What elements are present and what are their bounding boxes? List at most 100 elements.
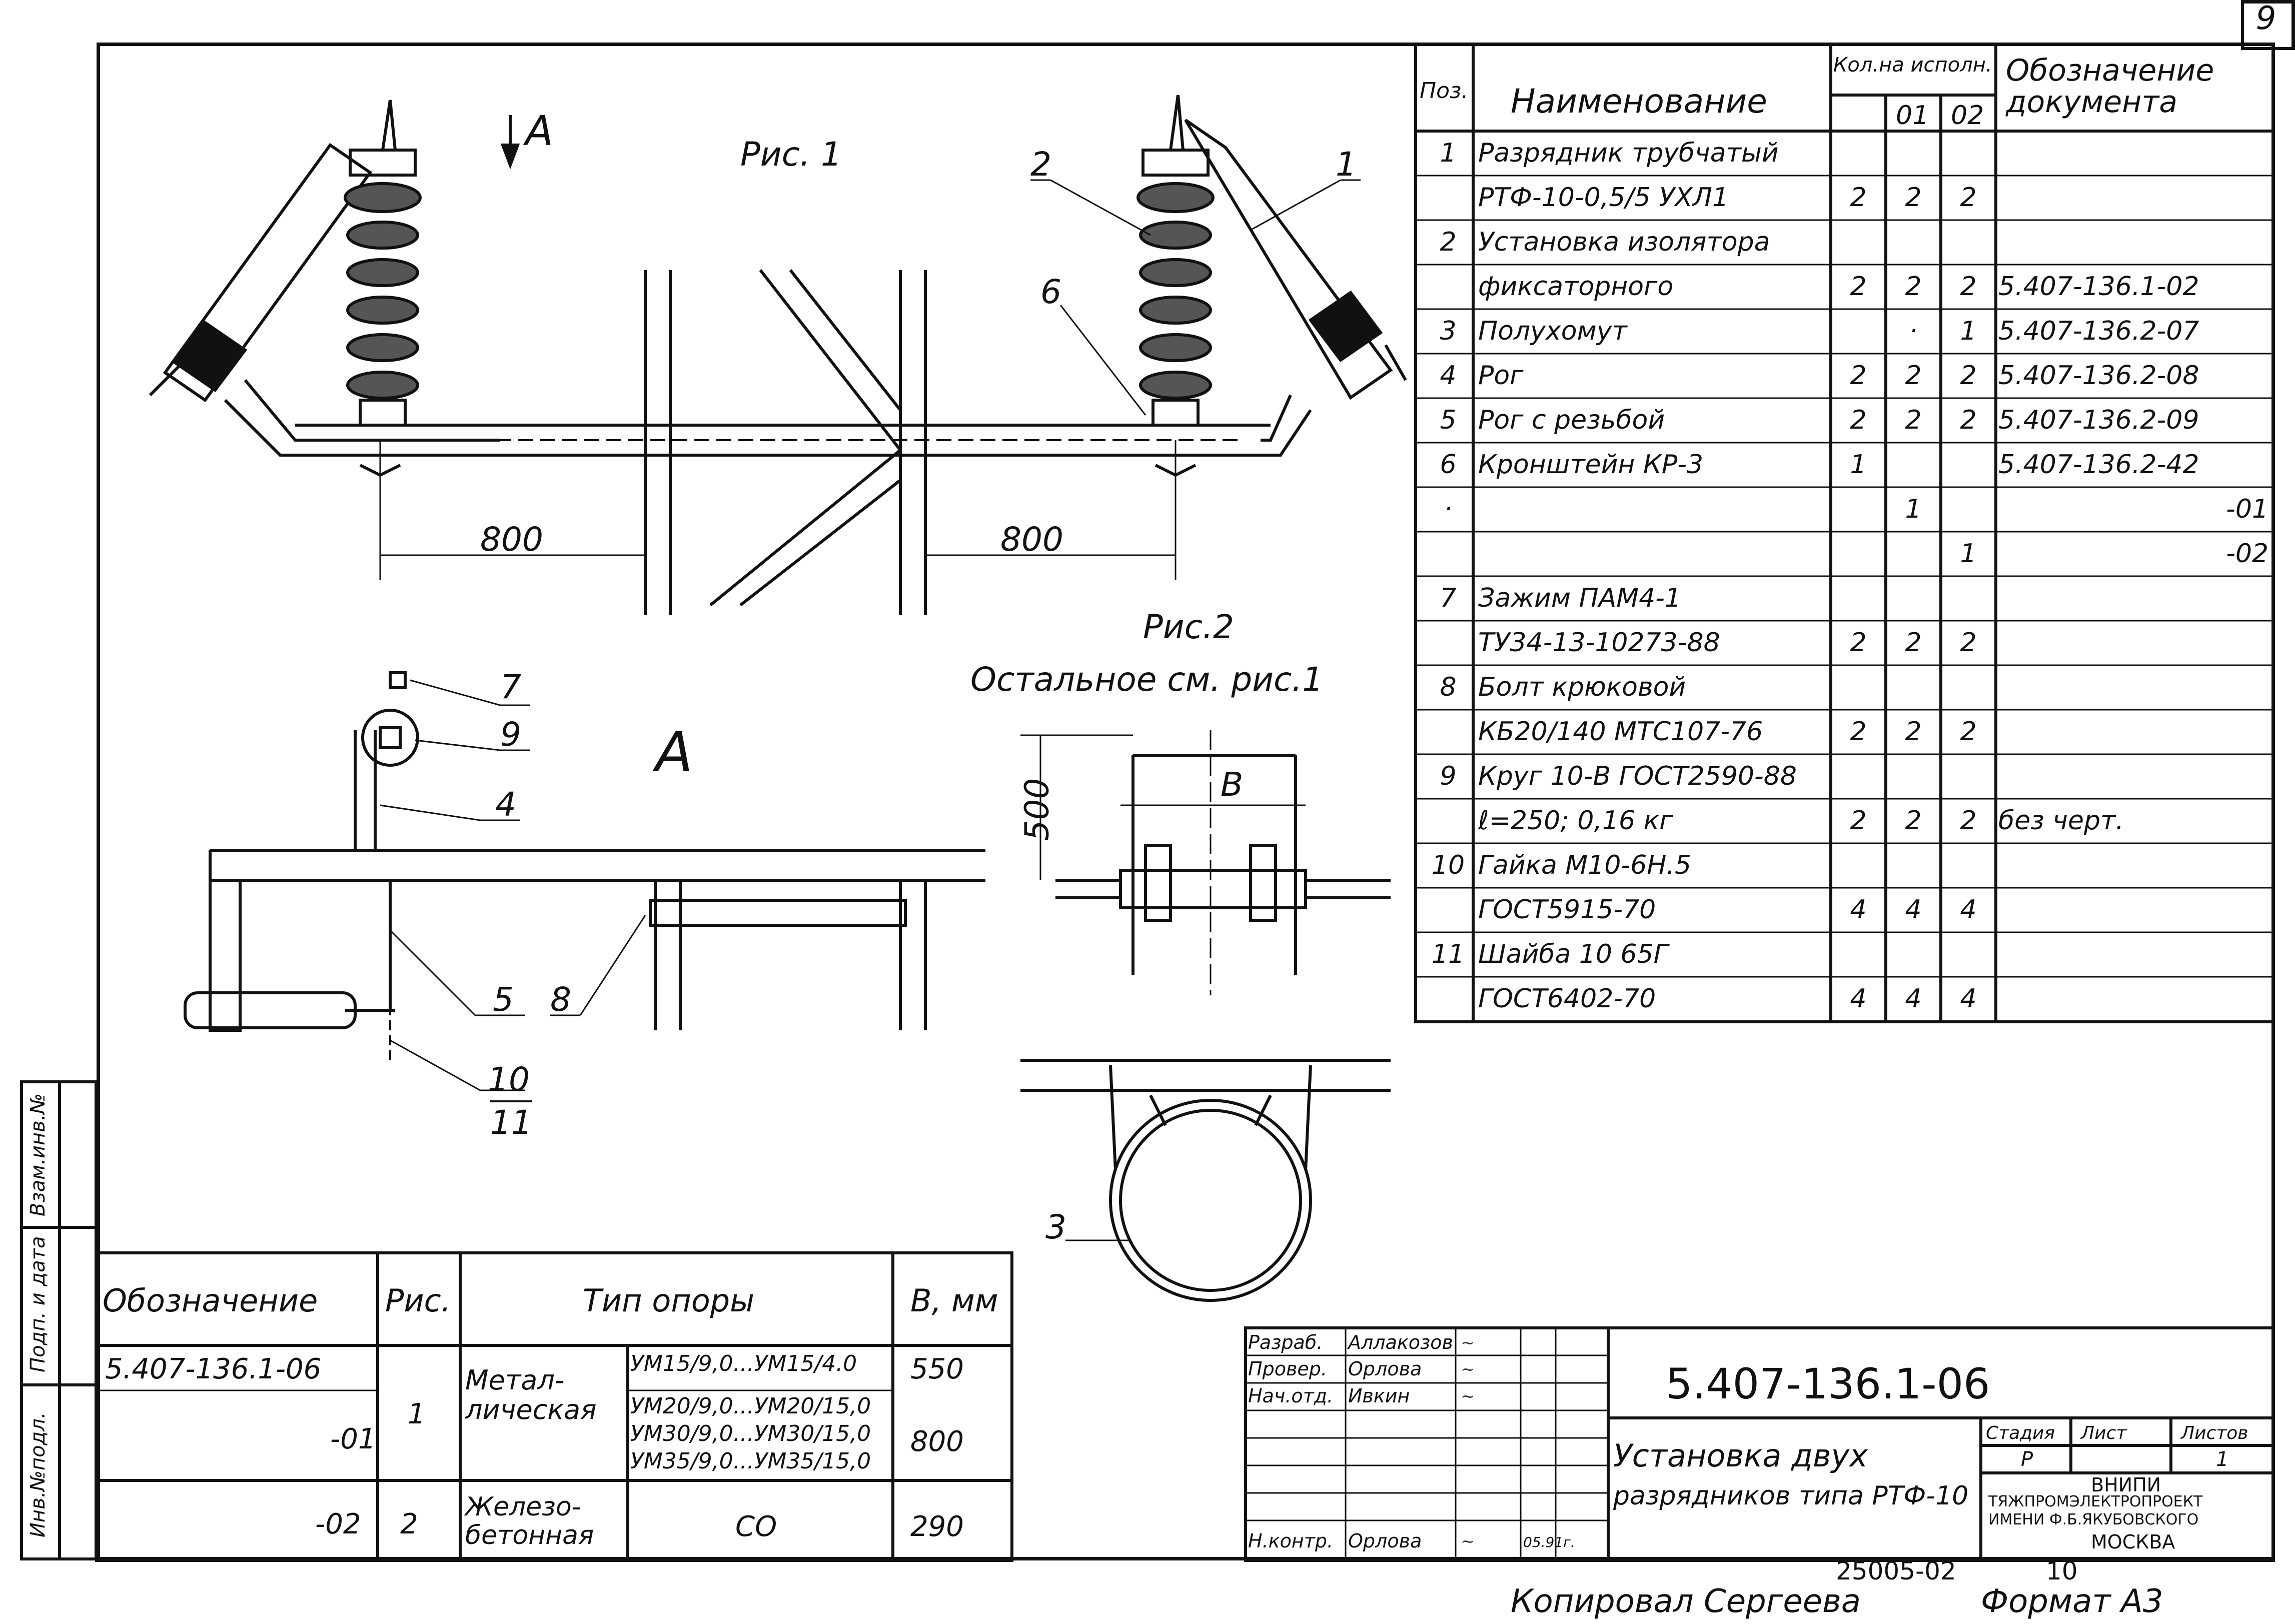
title-org-3: МОСКВА — [2091, 1531, 2175, 1553]
variant-types-0: УМ15/9,0...УМ15/4.0 — [630, 1351, 857, 1376]
fig1-drawing — [149, 95, 1407, 615]
signature-1: ~ — [1461, 1333, 1475, 1353]
spec-cell-doc: -01 — [2226, 494, 2268, 524]
spec-cell-pos: 8 — [1440, 672, 1457, 702]
left-insulator — [344, 100, 422, 427]
title-code: 5.407-136.1-06 — [1666, 1359, 1990, 1408]
view-a-drawing — [184, 671, 985, 1091]
title-sheets: 1 — [2216, 1448, 2229, 1471]
dimension-800-right: 800 — [1000, 520, 1063, 559]
variant-types-2: УМ30/9,0...УМ30/15,0 — [630, 1421, 871, 1446]
spec-cell-doc: без черт. — [1998, 806, 2124, 836]
variant-types-4: СО — [735, 1510, 777, 1543]
title-line-1: Установка двух — [1613, 1437, 1868, 1474]
callout-6: 6 — [1040, 273, 1061, 311]
title-date-normcontrol: 05.91г. — [1523, 1534, 1575, 1550]
view-a-label: A — [655, 720, 693, 784]
view-a-arrow-label: A — [525, 108, 554, 155]
spec-cell-q1: 2 — [1905, 717, 1922, 747]
spec-cell-q2: 2 — [1960, 361, 1977, 391]
spec-cell-name: фиксаторного — [1478, 272, 1674, 302]
variant-designation-0: 5.407-136.1-06 — [105, 1353, 322, 1385]
spec-cell-q2: 2 — [1960, 717, 1977, 747]
right-insulator — [1136, 95, 1215, 427]
spec-cell-q2: 4 — [1960, 895, 1977, 925]
spec-cell-q2: 2 — [1960, 628, 1977, 658]
spec-cell-q0: 4 — [1850, 984, 1867, 1014]
callout-11: 11 — [490, 1100, 532, 1142]
variant-b-1: 800 — [910, 1425, 964, 1458]
title-line-2: разрядников типа РТФ-10 — [1613, 1481, 1969, 1511]
spec-table-grid — [1414, 43, 2275, 1023]
variant-material-4: Железо-бетонная — [465, 1492, 594, 1551]
spec-cell-q1: 2 — [1905, 272, 1922, 302]
spec-cell-pos: 11 — [1431, 939, 1465, 969]
spec-cell-doc: 5.407-136.2-09 — [1998, 405, 2199, 435]
dimension-500: 500 — [1017, 778, 1056, 841]
spec-cell-q1: · — [1909, 316, 1918, 346]
spec-cell-name: Шайба 10 65Г — [1478, 939, 1668, 969]
spec-cell-q2: 2 — [1960, 806, 1977, 836]
spec-cell-name: Рог с резьбой — [1478, 405, 1665, 435]
variant-material-1: Метал-лическая — [465, 1364, 597, 1426]
variant-header-b: B, мм — [910, 1282, 998, 1319]
title-name-head: Ивкин — [1348, 1385, 1410, 1407]
fig2-drawing — [1020, 730, 1391, 1302]
title-role-normcontrol: Н.контр. — [1248, 1530, 1334, 1552]
title-org-1: ТЯЖПРОМЭЛЕКТРОПРОЕКТ — [1988, 1493, 2203, 1510]
spec-cell-q0: 4 — [1850, 895, 1867, 925]
spec-cell-name: Установка изолятора — [1478, 227, 1770, 257]
spec-header-qty: Кол.на исполн. — [1833, 54, 1992, 77]
spec-cell-q0: 2 — [1850, 806, 1867, 836]
callout-4: 4 — [495, 785, 516, 824]
title-role-head: Нач.отд. — [1248, 1385, 1334, 1407]
signature-3: ~ — [1461, 1386, 1475, 1406]
spec-cell-name: Болт крюковой — [1478, 672, 1686, 702]
spec-cell-q0: 2 — [1850, 272, 1867, 302]
spec-cell-name: Кронштейн КР-3 — [1478, 450, 1704, 480]
title-stage-label: Стадия — [1986, 1423, 2055, 1443]
spec-cell-name: Полухомут — [1478, 316, 1627, 346]
spec-cell-q2: 1 — [1960, 539, 1977, 569]
spec-cell-pos: 3 — [1440, 316, 1457, 346]
callout-9: 9 — [500, 715, 521, 754]
spec-cell-pos: 10 — [1431, 850, 1465, 880]
title-sheets-label: Листов — [2181, 1423, 2248, 1443]
spec-cell-q2: 2 — [1960, 405, 1977, 435]
spec-cell-name: Рог — [1478, 361, 1524, 391]
footer-page: 10 — [2046, 1556, 2078, 1585]
variant-types-3: УМ35/9,0...УМ35/15,0 — [630, 1448, 871, 1474]
spec-cell-name: ГОСТ6402-70 — [1478, 984, 1656, 1014]
spec-cell-doc: 5.407-136.1-02 — [1998, 272, 2199, 302]
spec-header-name: Наименование — [1511, 82, 1767, 121]
variant-header-designation: Обозначение — [103, 1282, 318, 1319]
callout-8: 8 — [550, 980, 571, 1019]
variant-types-1: УМ20/9,0...УМ20/15,0 — [630, 1393, 871, 1419]
spec-cell-doc: 5.407-136.2-08 — [1998, 361, 2199, 391]
callout-10: 10 — [488, 1060, 530, 1099]
signature-4: ~ — [1461, 1531, 1475, 1551]
spec-header-pos: Поз. — [1420, 78, 1469, 104]
spec-cell-q1: 2 — [1905, 361, 1922, 391]
footer-number: 25005-02 — [1836, 1556, 1956, 1585]
dimension-800-left: 800 — [480, 520, 543, 559]
title-name-developer: Аллакозов — [1348, 1331, 1453, 1353]
spec-header-02: 02 — [1951, 101, 1984, 131]
spec-cell-pos: 4 — [1440, 361, 1457, 391]
spec-cell-pos: 5 — [1440, 405, 1457, 435]
variant-b-0: 550 — [910, 1353, 964, 1385]
spec-cell-q1: 4 — [1905, 895, 1922, 925]
variant-b-4: 290 — [910, 1510, 964, 1543]
variant-designation-1: -01 — [330, 1423, 376, 1455]
title-sheet-label: Лист — [2081, 1423, 2127, 1443]
spec-cell-q1: 2 — [1905, 183, 1922, 213]
footer-copied: Копировал Сергеева — [1511, 1583, 1861, 1620]
title-block-inner — [1246, 1328, 1608, 1560]
spec-cell-q2: 1 — [1960, 316, 1977, 346]
spec-cell-name: ТУ34-13-10273-88 — [1478, 628, 1720, 658]
spec-cell-name: ℓ=250; 0,16 кг — [1478, 806, 1673, 836]
title-org-2: ИМЕНИ Ф.Б.ЯКУБОВСКОГО — [1988, 1511, 2199, 1528]
spec-cell-pos: · — [1444, 494, 1453, 524]
spec-cell-q0: 2 — [1850, 628, 1867, 658]
